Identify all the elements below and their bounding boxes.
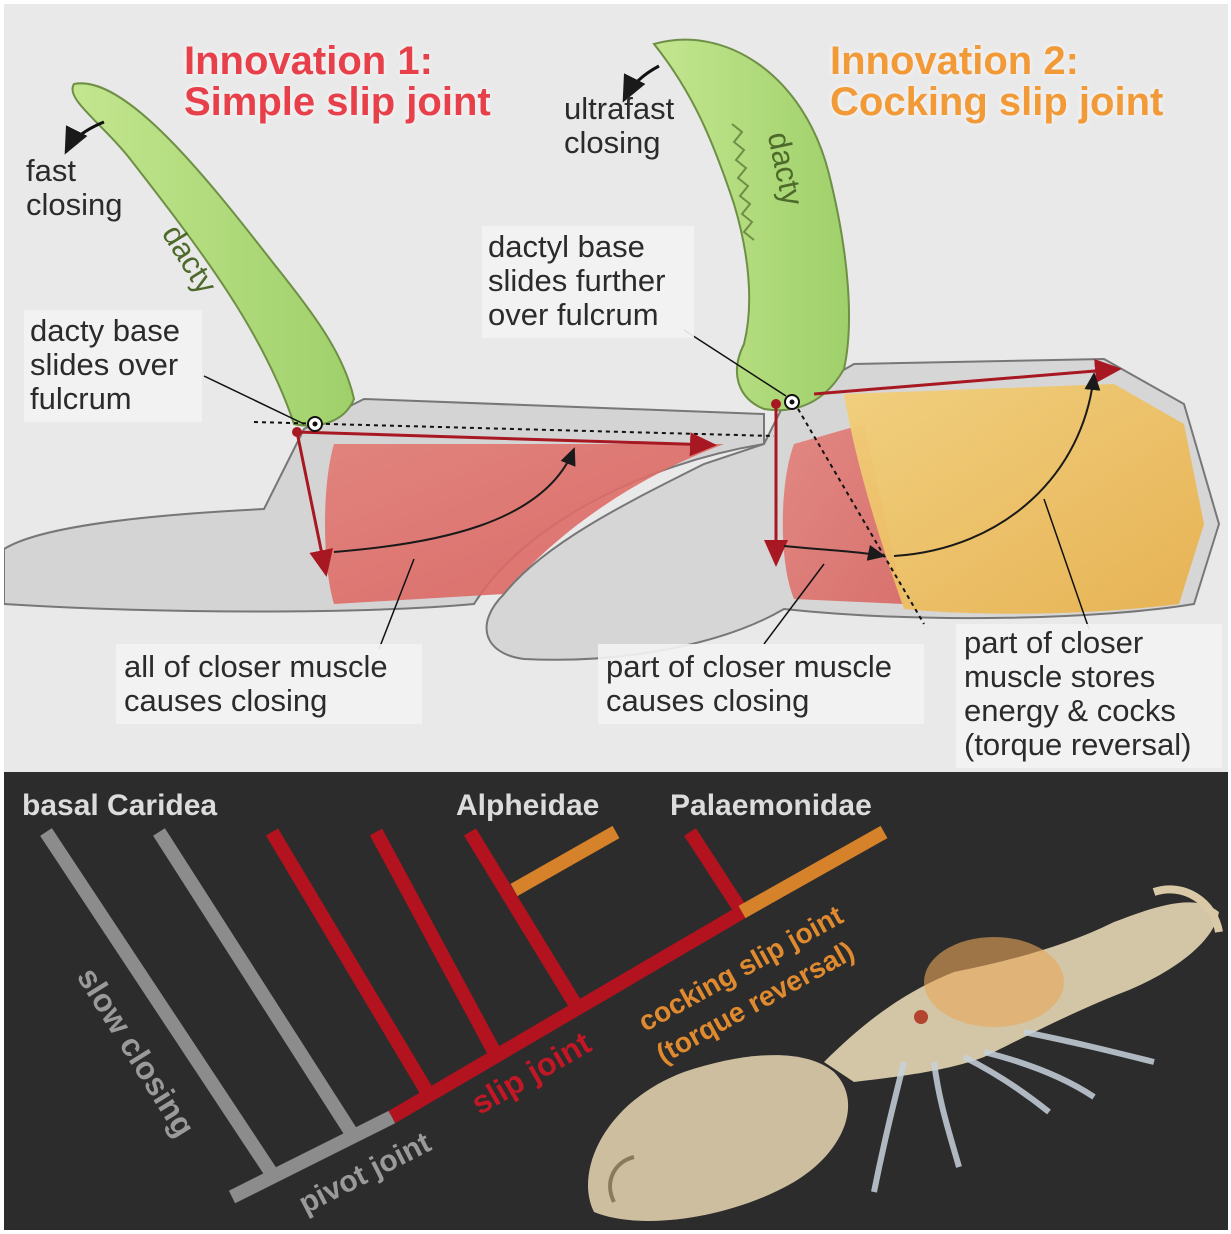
part-stores-label-box: part of closer muscle stores energy & co… xyxy=(956,624,1222,768)
claw-1-fulcrum-icon xyxy=(308,417,322,431)
ultrafast-closing-label-line1: ultrafast xyxy=(564,92,674,126)
all-closer-label-box: all of closer muscle causes closing xyxy=(116,644,422,724)
clade-alpheidae: Alpheidae xyxy=(456,790,599,822)
claw-2-dactyl xyxy=(654,40,849,411)
phylogeny-tree xyxy=(4,772,1228,1230)
part-stores-label-line1: part of closer xyxy=(964,626,1143,660)
claw-2-insertion-point xyxy=(771,399,781,409)
claw-2-fulcrum-icon xyxy=(785,395,799,409)
dactyl-further-label-box: dactyl base slides further over fulcrum xyxy=(482,226,694,338)
fast-closing-arrow xyxy=(66,122,104,152)
basal-branch-2 xyxy=(159,832,354,1137)
innovation-2-title-line2: Cocking slip joint xyxy=(830,82,1163,122)
dacty-base-label-line3: fulcrum xyxy=(30,382,132,416)
part-stores-label-line2: muscle stores xyxy=(964,660,1155,694)
part-stores-label-line3: energy & cocks xyxy=(964,694,1176,728)
innovation-1-title-line2: Simple slip joint xyxy=(184,82,491,122)
dactyl-further-label-line2: slides further xyxy=(488,264,665,298)
innovation-1-title-line1: Innovation 1: xyxy=(184,41,433,81)
part-closer-label-box: part of closer muscle causes closing xyxy=(598,644,924,724)
part-closer-label-line1: part of closer muscle xyxy=(606,650,892,684)
slip-branch-2 xyxy=(376,832,496,1055)
part-closer-label-line2: causes closing xyxy=(606,684,809,718)
phylogeny-panel: basal Caridea Alpheidae Palaemonidae slo… xyxy=(4,772,1228,1230)
claw-mechanics-panel: Innovation 1: Simple slip joint Innovati… xyxy=(4,4,1228,772)
dacty-base-label-line1: dacty base xyxy=(30,314,180,348)
cocking-trunk xyxy=(742,832,884,912)
dactyl-further-label-line1: dactyl base xyxy=(488,230,645,264)
claw-2-muscle-yellow xyxy=(844,384,1204,614)
dacty-base-label-line2: slides over xyxy=(30,348,178,382)
claw-1-insertion-point xyxy=(292,427,302,437)
fast-closing-label-line2: closing xyxy=(26,188,123,222)
fast-closing-label-line1: fast xyxy=(26,154,76,188)
dacty-base-label-box: dacty base slides over fulcrum xyxy=(24,310,202,422)
clade-basal-caridea: basal Caridea xyxy=(22,790,217,822)
clade-palaemonidae: Palaemonidae xyxy=(670,790,872,822)
innovation-2-title-line1: Innovation 2: xyxy=(830,41,1079,81)
alpheidae-cocking-stub xyxy=(514,832,616,890)
all-closer-label-line1: all of closer muscle xyxy=(124,650,388,684)
dactyl-further-label-line3: over fulcrum xyxy=(488,298,659,332)
all-closer-label-line2: causes closing xyxy=(124,684,327,718)
palaemonidae-branch xyxy=(690,832,742,912)
part-stores-label-line4: (torque reversal) xyxy=(964,728,1191,762)
ultrafast-closing-label-line2: closing xyxy=(564,126,661,160)
